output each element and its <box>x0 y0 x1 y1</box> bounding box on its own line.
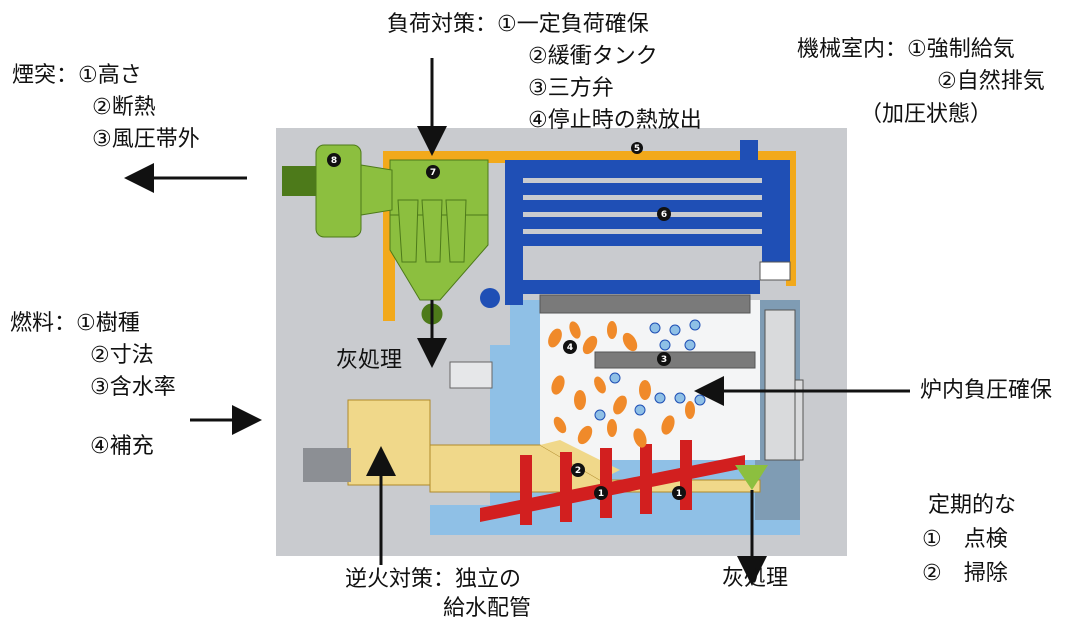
marker-1a: 1 <box>594 486 608 500</box>
component-markers: 1 1 2 3 4 5 6 7 8 <box>327 142 686 500</box>
svg-text:5: 5 <box>634 144 640 154</box>
ash-disposal-lower: 灰処理 <box>722 566 789 591</box>
ash-disposal-upper: 灰処理 <box>336 348 403 373</box>
marker-4: 4 <box>563 340 577 354</box>
marker-3: 3 <box>657 352 671 366</box>
svg-text:3: 3 <box>661 355 667 365</box>
machine-room-item-3: （加圧状態） <box>860 102 993 127</box>
boiler-door <box>764 309 804 461</box>
svg-text:7: 7 <box>430 168 436 178</box>
load-measures-item-2: ②緩衝タンク <box>528 44 658 69</box>
load-measures-item-3: ③三方弁 <box>528 76 614 101</box>
svg-text:6: 6 <box>661 210 667 220</box>
machine-room-title: 機械室内：①強制給気 <box>797 37 1015 62</box>
svg-text:8: 8 <box>331 156 337 166</box>
furnace-negative-pressure: 炉内負圧確保 <box>920 378 1053 403</box>
backfire-measures-title: 逆火対策：独立の <box>345 567 522 592</box>
svg-text:2: 2 <box>575 466 581 476</box>
backfire-measures-item: 給水配管 <box>443 596 532 621</box>
cyclone-separator <box>389 159 489 325</box>
chimney-item-3: ③風圧帯外 <box>92 127 200 152</box>
load-measures-title: 負荷対策：①一定負荷確保 <box>387 12 649 37</box>
svg-text:1: 1 <box>676 489 682 499</box>
marker-2: 2 <box>571 463 585 477</box>
flames <box>548 321 695 448</box>
annotation-arrows <box>124 58 910 586</box>
periodic-item-2: ② 掃除 <box>922 561 1008 586</box>
exhaust-fan <box>282 144 393 238</box>
refractory-bricks <box>539 294 756 369</box>
marker-6: 6 <box>657 207 671 221</box>
fuel-item-4: ④補充 <box>90 434 154 459</box>
marker-1b: 1 <box>672 486 686 500</box>
marker-5: 5 <box>631 142 643 154</box>
fuel-item-2: ②寸法 <box>90 343 154 368</box>
load-measures-item-4: ④停止時の熱放出 <box>528 108 702 133</box>
chimney-item-2: ②断熱 <box>92 95 156 120</box>
marker-8: 8 <box>327 153 341 167</box>
chimney-title: 煙突：①高さ <box>12 63 142 88</box>
marker-7: 7 <box>426 165 440 179</box>
moving-grate <box>480 440 745 525</box>
svg-text:4: 4 <box>567 343 573 353</box>
air-nozzles <box>594 319 706 421</box>
fuel-title: 燃料：①樹種 <box>10 311 140 336</box>
ash-pit <box>735 465 768 490</box>
fuel-item-3: ③含水率 <box>90 375 176 400</box>
heat-exchanger-tubes <box>480 140 791 308</box>
periodic-title: 定期的な <box>928 493 1017 518</box>
machine-room-item-2: ②自然排気 <box>937 69 1045 94</box>
periodic-item-1: ① 点検 <box>922 527 1008 552</box>
svg-text:1: 1 <box>598 489 604 499</box>
